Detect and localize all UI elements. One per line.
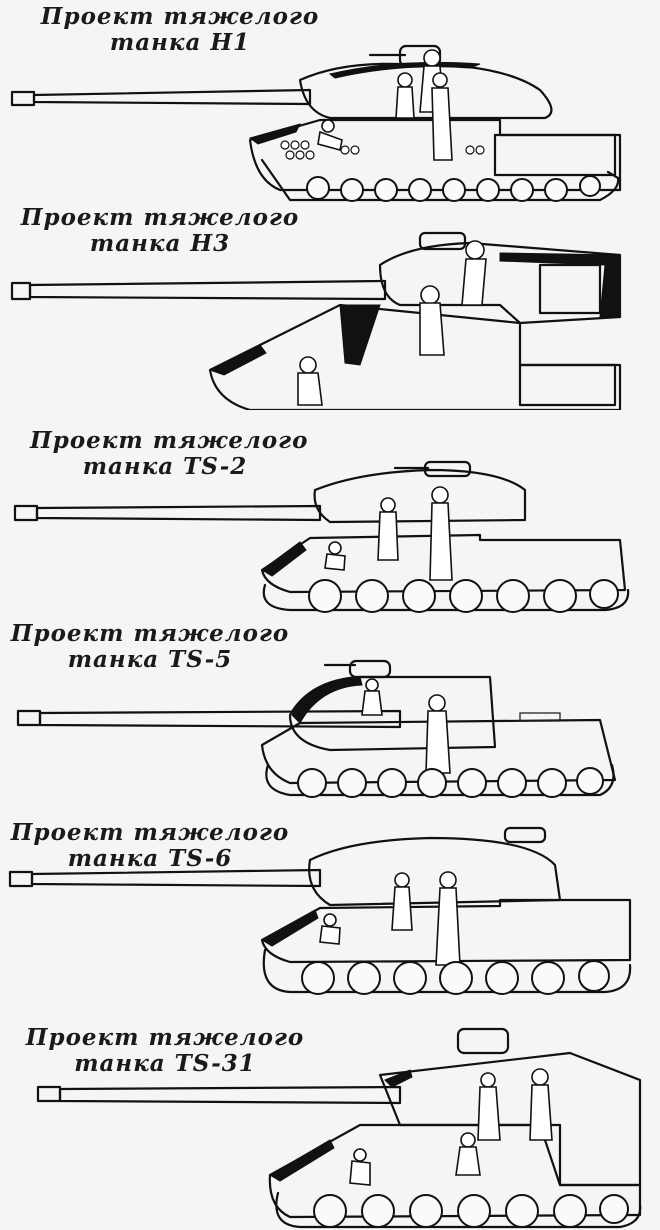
casemate-armor [291,676,363,724]
crew-figures [361,678,451,774]
muzzle-brake [16,709,42,727]
gun-barrel [35,504,322,522]
tank-panel-ts2: Проект тяжелого танка TS-2 [0,410,660,615]
glacis-armor [261,541,307,577]
tank-title-ts5: Проект тяжелого танка TS-5 [0,621,300,673]
tank-title-h3: Проект тяжелого танка H3 [10,205,310,257]
title-line-1: Проект тяжелого [10,819,290,846]
engine-bay [518,363,617,407]
title-line-2: танка TS-31 [74,1050,256,1077]
track [265,763,615,797]
tank-drawing-h1 [10,44,622,202]
title-line-2: танка H3 [89,230,231,257]
ammo-rack [280,140,485,160]
title-line-1: Проект тяжелого [20,204,300,231]
track [260,158,620,202]
road-wheels [308,579,619,613]
crew-figures [319,871,461,966]
glacis-armor [208,344,267,376]
casemate [288,675,497,752]
turret [313,468,527,524]
title-line-1: Проект тяжелого [25,1024,305,1051]
track [262,948,632,994]
tank-title-ts31: Проект тяжелого танка TS-31 [15,1025,315,1077]
tank-drawing-ts31 [36,1027,642,1229]
cupola [456,1027,510,1055]
mantlet-armor [339,304,381,366]
turret-armor [328,61,481,79]
crew-figures [324,486,453,581]
front-armor [248,123,301,145]
hull [248,118,622,192]
hull [260,533,627,594]
title-line-2: танка TS-6 [67,845,233,872]
crew-figures [297,240,487,406]
glacis-armor [261,909,319,947]
cupola [348,659,392,679]
tank-panel-h1: Проект тяжелого танка H1 [0,0,660,205]
turret-front-armor [384,1069,413,1088]
track [262,583,630,612]
title-line-2: танка TS-5 [67,646,233,673]
title-line-2: танка H1 [109,29,251,56]
road-wheels [301,960,610,995]
title-line-1: Проект тяжелого [30,427,309,454]
engine-grille [519,712,561,722]
title-line-2: танка TS-2 [82,453,248,480]
turret-bustle [538,263,602,315]
turret [378,1051,642,1187]
crew-figures [317,49,453,161]
muzzle-brake [13,504,39,522]
hull [268,1123,642,1219]
muzzle-brake [36,1085,62,1103]
tank-drawing-h3 [10,231,622,410]
tank-drawing-ts2 [13,460,630,613]
muzzle-brake [10,90,36,107]
hull [208,303,622,410]
muzzle-brake [8,870,34,888]
road-wheels [297,767,604,798]
tank-panel-ts5: Проект тяжелого танка TS-5 [0,615,660,820]
track [275,1191,642,1229]
tank-panel-ts31: Проект тяжелого танка TS-31 [0,1025,660,1230]
tank-drawing-ts6 [8,826,632,995]
tank-drawing-ts5 [16,659,617,798]
road-wheels [313,1194,629,1228]
gun-barrel [30,868,322,888]
hull [260,898,632,964]
muzzle-brake [10,281,32,301]
glacis-armor [269,1139,335,1182]
cupola [503,826,547,844]
tank-title-ts2: Проект тяжелого танка TS-2 [30,427,309,480]
tank-title-ts6: Проект тяжелого танка TS-6 [0,820,300,872]
title-line-1: Проект тяжелого [40,3,320,30]
gun-barrel [32,88,312,106]
hull [260,718,617,785]
crew-figures [349,1068,553,1186]
gun-barrel [38,709,402,729]
gun-barrel [28,279,387,301]
tank-panel-h3: Проект тяжелого танка H3 [0,205,660,410]
turret [298,62,553,120]
title-line-1: Проект тяжелого [10,620,290,647]
gun-barrel [58,1085,402,1105]
cupola [418,231,467,251]
turret [308,836,562,907]
engine-bay [493,133,617,177]
turret-rear-armor [499,252,621,318]
tank-title-h1: Проект тяжелого танка H1 [30,4,330,56]
tank-panel-ts6: Проект тяжелого танка TS-6 [0,820,660,1025]
road-wheels [306,175,601,202]
